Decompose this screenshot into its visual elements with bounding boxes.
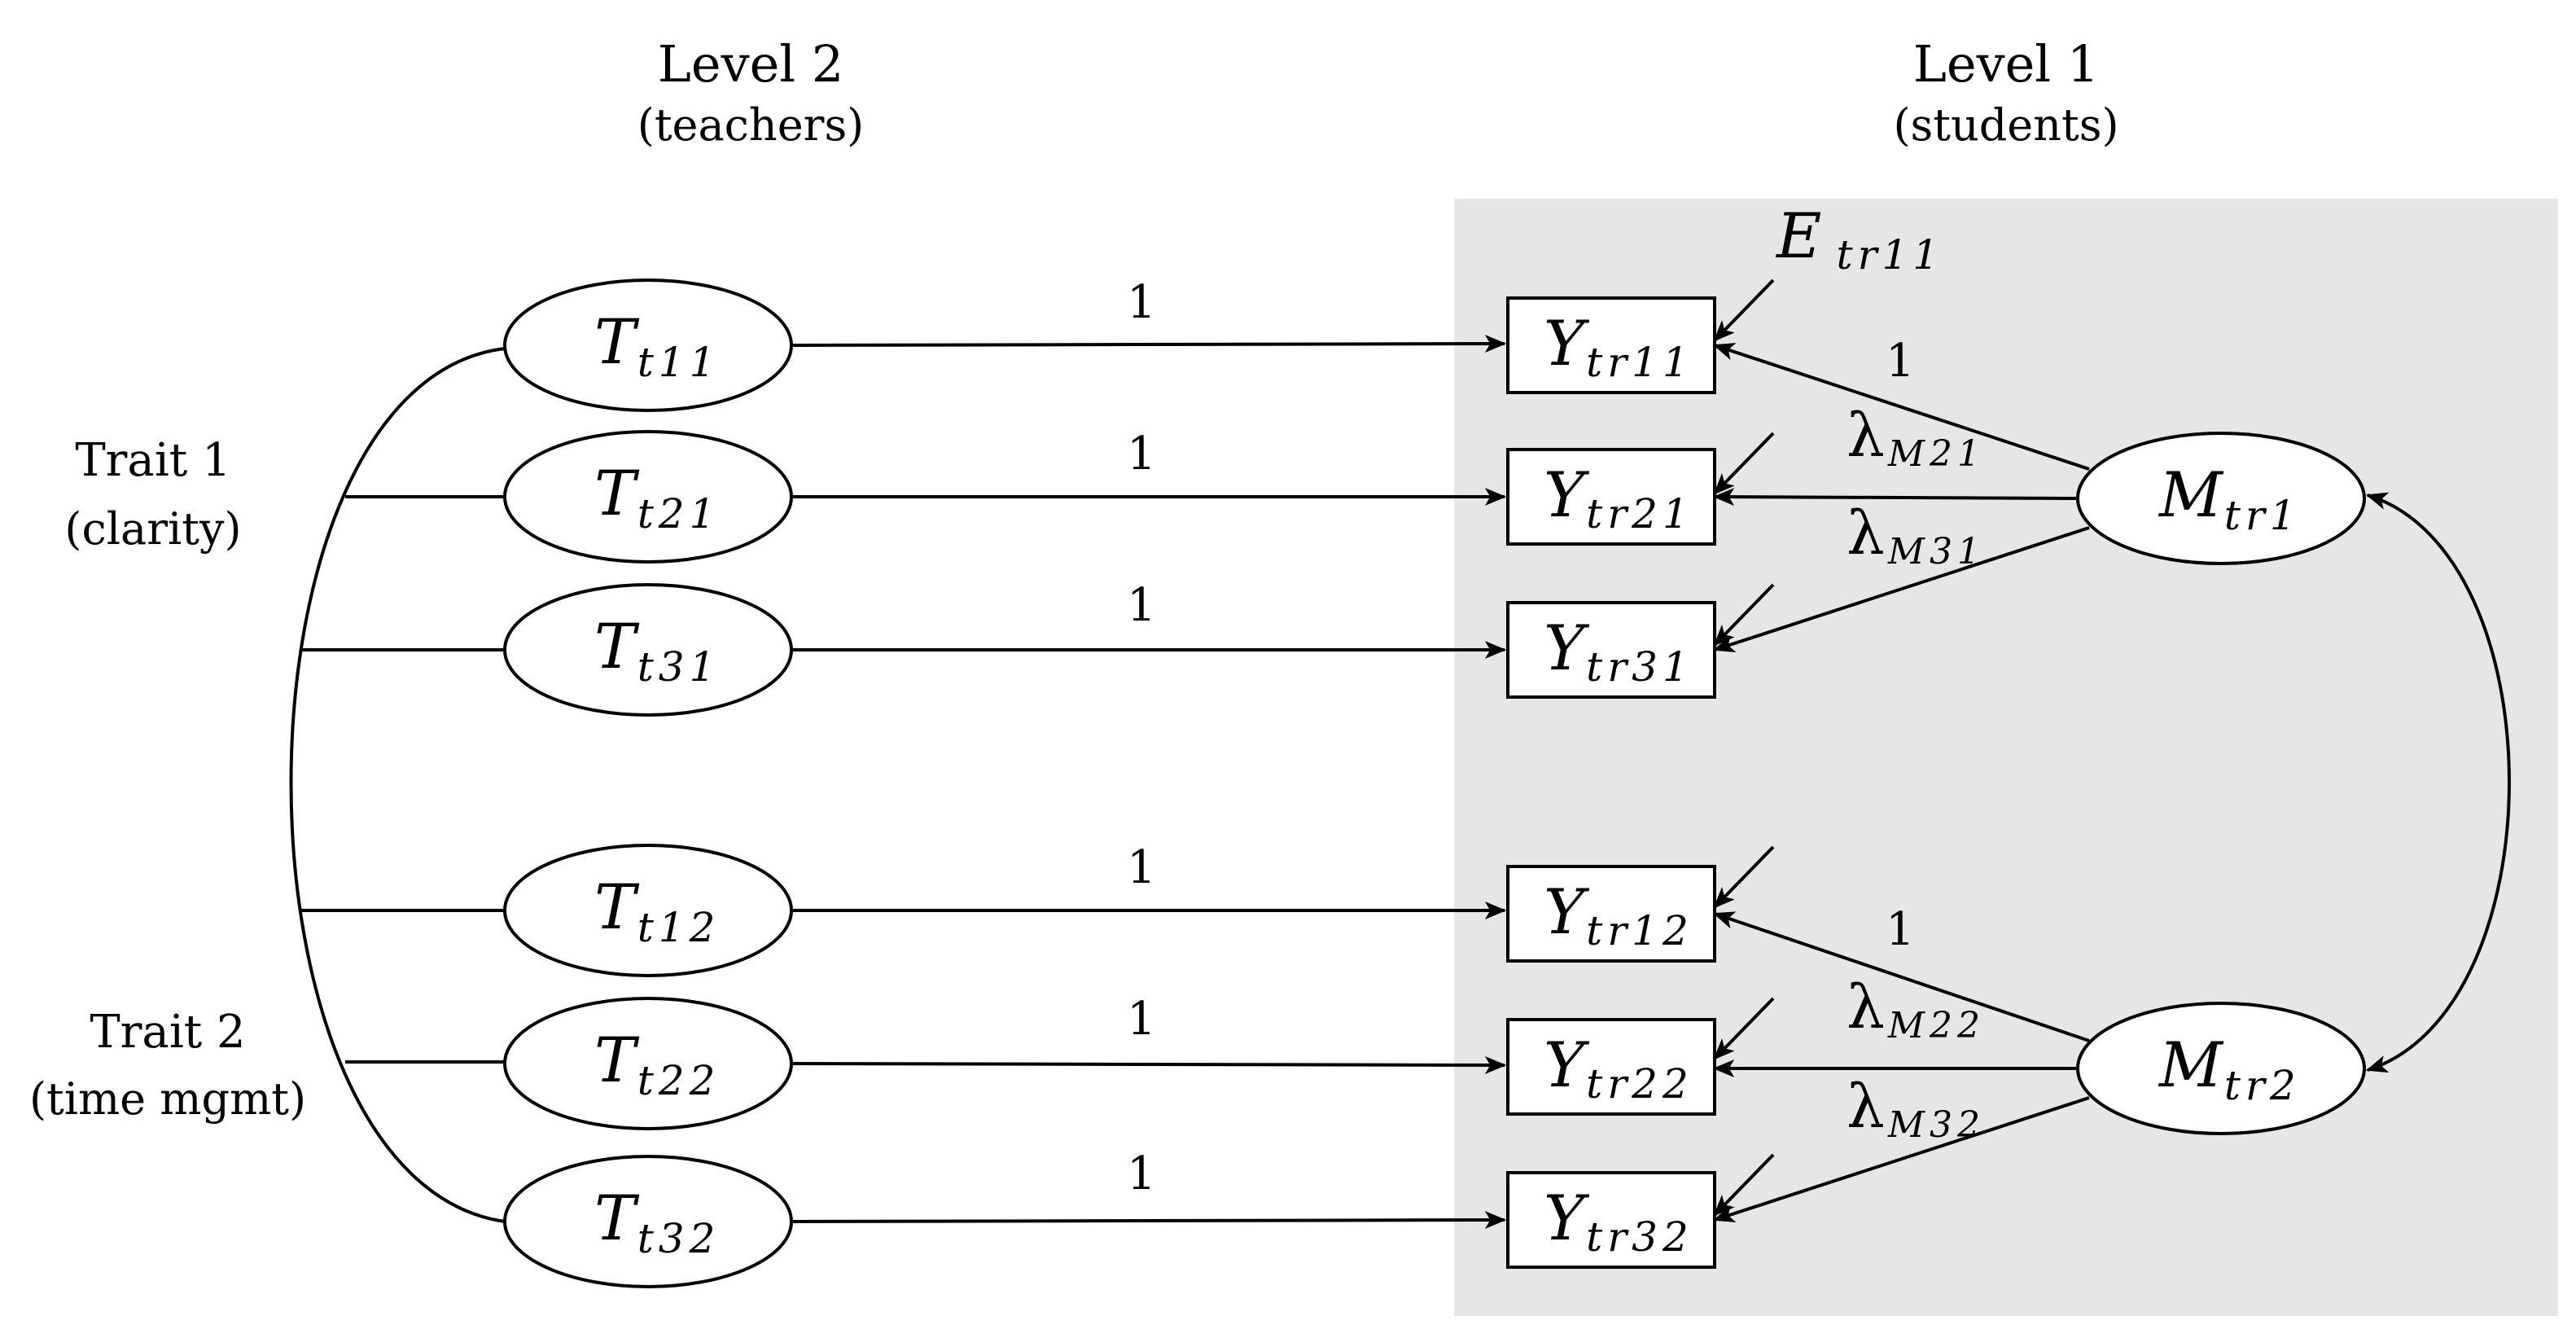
method-loading-3: λM31 [1847,498,1985,572]
trait-path-5 [791,1055,1507,1074]
trait-loading-2: 1 [1127,428,1156,480]
method-path-6 [1712,1096,2090,1222]
error-arrow-4 [1713,845,1775,909]
svg-text:Mtr1: Mtr1 [2158,458,2301,539]
method-loading-6: λM32 [1847,1072,1985,1146]
method-path-1 [1712,343,2090,471]
level2-subtitle: (teachers) [637,99,865,151]
svg-text:Ytr21: Ytr21 [1544,458,1693,537]
method-correlation-curve [2365,492,2511,1073]
svg-text:Ytr12: Ytr12 [1544,875,1693,954]
method-loading-5: λM22 [1847,972,1985,1046]
trait-correlation-curve [289,347,506,1223]
method-path-3 [1712,526,2090,652]
method-loading-4: 1 [1886,903,1915,956]
observed-y-tr31: Ytr31 [1506,601,1716,699]
svg-text:Mtr2: Mtr2 [2158,1029,2301,1109]
error-arrow-1 [1713,279,1775,342]
observed-y-tr22: Ytr22 [1506,1018,1716,1116]
method-loading-1: 1 [1886,335,1915,388]
svg-text:Tt21: Tt21 [594,457,720,537]
method-path-2 [1712,488,2077,507]
svg-text:Tt32: Tt32 [594,1182,720,1262]
level2-title: Level 2 [658,34,844,94]
svg-text:Tt11: Tt11 [594,305,720,386]
observed-y-tr21: Ytr21 [1506,448,1716,546]
svg-text:Ytr32: Ytr32 [1544,1182,1693,1261]
trait-factor-t21: Tt21 [503,430,793,564]
trait-loading-6: 1 [1127,1147,1156,1200]
svg-text:Tt12: Tt12 [594,871,720,951]
svg-text:Tt22: Tt22 [594,1024,720,1104]
method-factor-m-tr1: Mtr1 [2076,432,2366,565]
method-path-4 [1712,911,2090,1042]
level1-title: Level 1 [1913,34,2100,94]
trait-factor-t22: Tt22 [503,997,793,1130]
trait-loading-5: 1 [1127,993,1156,1046]
observed-y-tr32: Ytr32 [1506,1171,1716,1269]
svg-text:Ytr31: Ytr31 [1544,612,1693,691]
svg-text:Ytr11: Ytr11 [1544,307,1693,386]
error-arrow-5 [1713,997,1775,1060]
error-arrow-6 [1713,1153,1775,1217]
trait-loading-4: 1 [1127,841,1156,894]
trait-loading-3: 1 [1127,579,1156,632]
trait-2-title: Trait 2 [90,1006,245,1059]
trait-factor-t32: Tt32 [503,1155,793,1288]
trait-factor-t12: Tt12 [503,844,793,977]
observed-y-tr11: Ytr11 [1506,296,1716,394]
level1-subtitle: (students) [1893,99,2118,151]
trait-loading-1: 1 [1127,276,1156,329]
trait-2-subtitle: (time mgmt) [29,1073,306,1125]
method-factor-m-tr2: Mtr2 [2076,1002,2366,1135]
error-arrow-2 [1713,432,1775,495]
observed-y-tr12: Ytr12 [1506,865,1716,963]
trait-factor-t31: Tt31 [503,583,793,717]
svg-text:Ytr22: Ytr22 [1544,1029,1693,1108]
trait-1-subtitle: (clarity) [64,503,241,555]
trait-path-6 [791,1211,1507,1230]
trait-factor-t11: Tt11 [503,279,793,412]
trait-1-title: Trait 1 [75,434,230,487]
error-arrow-3 [1713,583,1775,647]
trait-path-1 [791,335,1507,353]
svg-text:Tt31: Tt31 [594,610,720,691]
method-loading-2: λM21 [1847,401,1985,475]
